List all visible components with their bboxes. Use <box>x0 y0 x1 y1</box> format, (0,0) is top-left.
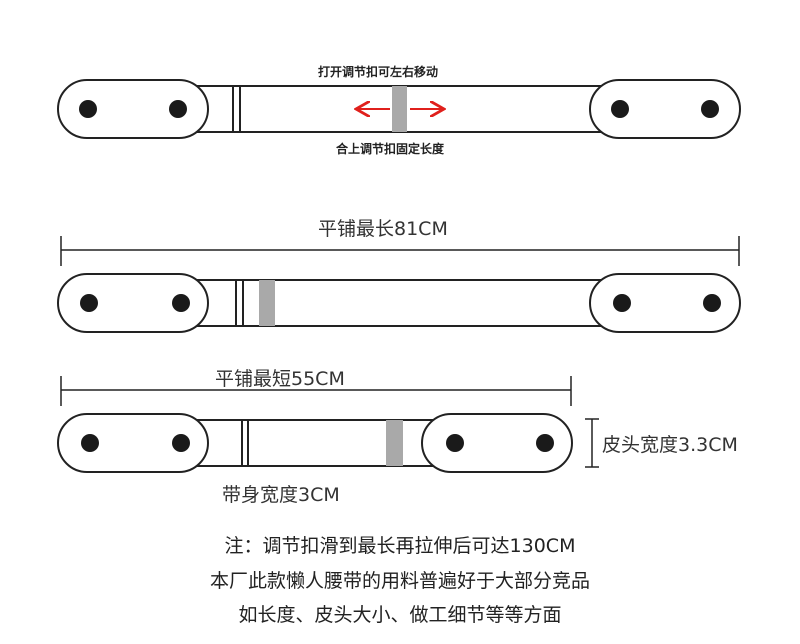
belt-1-left-head <box>57 79 209 139</box>
belt-3-adjuster-buckle <box>386 420 403 466</box>
belt-2-rivet-icon <box>80 294 98 312</box>
belt-3-rivet-icon <box>172 434 190 452</box>
belt-3-rivet-icon <box>536 434 554 452</box>
adjust-open-label: 打开调节扣可左右移动 <box>318 65 439 79</box>
max-length-label: 平铺最长81CM <box>318 218 448 240</box>
belt-1 <box>57 79 741 139</box>
belt-1-rivet-icon <box>701 100 719 118</box>
belt-1-rivet-icon <box>79 100 97 118</box>
head-width-bracket <box>585 418 599 468</box>
belt-2-rivet-icon <box>172 294 190 312</box>
belt-2-strap <box>189 279 611 327</box>
note-line-1: 注：调节扣滑到最长再拉伸后可达130CM <box>224 535 576 557</box>
belt-3-left-head <box>57 413 209 473</box>
belt-1-rivet-icon <box>611 100 629 118</box>
belt-1-rivet-icon <box>169 100 187 118</box>
belt-3-right-head <box>421 413 573 473</box>
belt-2-left-head <box>57 273 209 333</box>
belt-2 <box>57 273 741 333</box>
belt-1-adjuster-buckle <box>392 86 407 132</box>
band-width-label: 带身宽度3CM <box>222 484 340 506</box>
belt-2-right-head <box>589 273 741 333</box>
belt-3-rivet-icon <box>81 434 99 452</box>
belt-1-right-head <box>589 79 741 139</box>
note-line-2: 本厂此款懒人腰带的用料普遍好于大部分竞品 <box>209 570 590 592</box>
min-length-label: 平铺最短55CM <box>215 368 345 390</box>
adjust-close-label: 合上调节扣固定长度 <box>336 142 445 156</box>
note-line-3: 如长度、皮头大小、做工细节等等方面 <box>238 604 562 626</box>
min-length-dimension <box>60 376 572 406</box>
belt-3 <box>57 413 573 473</box>
max-length-dimension <box>60 236 740 266</box>
belt-2-rivet-icon <box>703 294 721 312</box>
belt-3-rivet-icon <box>446 434 464 452</box>
head-width-label: 皮头宽度3.3CM <box>602 434 738 456</box>
belt-2-rivet-icon <box>613 294 631 312</box>
belt-2-adjuster-buckle <box>259 280 275 326</box>
